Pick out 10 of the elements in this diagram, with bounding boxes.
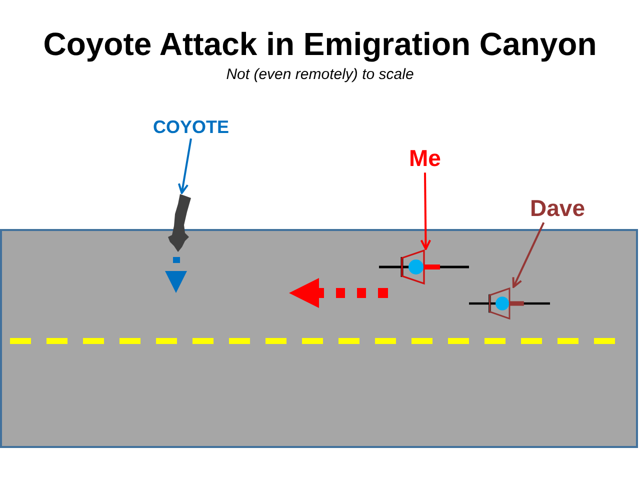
leader-arrow xyxy=(420,172,432,250)
coyote-silhouette xyxy=(168,193,191,252)
diagram-title: Coyote Attack in Emigration Canyon xyxy=(43,25,597,64)
cyclist-drawing xyxy=(379,249,469,285)
callout-label: Me xyxy=(409,145,441,173)
cyclist-drawing xyxy=(469,287,550,320)
callout-label: Dave xyxy=(530,195,585,223)
subtitle: Not (even remotely) to scale xyxy=(226,66,414,84)
callout-label: COYOTE xyxy=(153,117,230,139)
leader-arrow xyxy=(178,138,192,194)
